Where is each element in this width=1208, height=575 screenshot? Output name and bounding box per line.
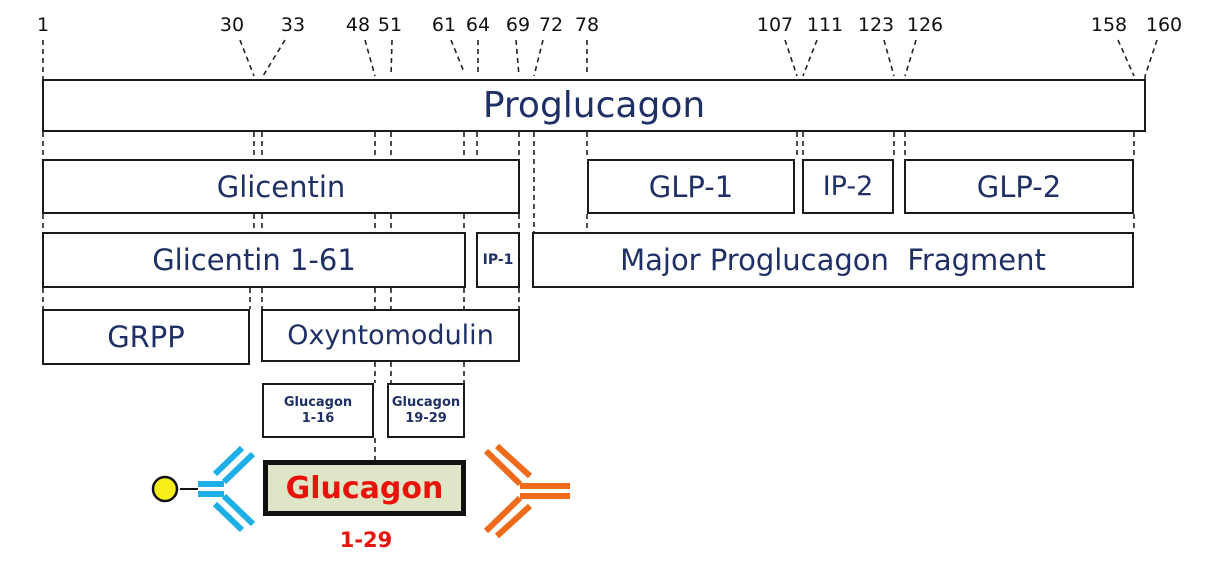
position-label-123: 123 — [857, 14, 895, 36]
guide-line — [239, 39, 255, 77]
position-label-33: 33 — [280, 14, 306, 36]
glp2-label: GLP-2 — [976, 169, 1062, 204]
position-label-51: 51 — [377, 14, 403, 36]
glucagon-1-16-line1: Glucagon — [283, 394, 353, 410]
proglucagon-box: Proglucagon — [42, 79, 1146, 132]
position-label-111: 111 — [806, 14, 844, 36]
glucagon-19-29-line1: Glucagon — [391, 394, 461, 410]
grpp-label: GRPP — [107, 320, 185, 354]
glucagon-19-29-line2: 19-29 — [405, 410, 447, 426]
position-label-126: 126 — [906, 14, 944, 36]
position-label-69: 69 — [505, 14, 531, 36]
glicentin-1-61-label: Glicentin 1-61 — [152, 243, 356, 277]
glucagon-target-label: Glucagon — [285, 470, 444, 506]
guide-line — [1117, 39, 1135, 77]
glucagon-1-16-line2: 1-16 — [301, 410, 335, 426]
glucagon-target-sublabel: 1-29 — [339, 528, 393, 552]
guide-line — [1144, 39, 1158, 77]
guide-line — [262, 39, 286, 77]
position-label-1: 1 — [36, 14, 50, 36]
position-label-61: 61 — [431, 14, 457, 36]
guide-line — [364, 39, 376, 77]
glicentin-box: Glicentin — [42, 159, 520, 214]
guide-line — [802, 39, 818, 77]
oxyntomodulin-label: Oxyntomodulin — [287, 320, 494, 351]
mpgf-label: Major Proglucagon Fragment — [620, 243, 1046, 277]
mpgf-box: Major Proglucagon Fragment — [532, 232, 1134, 288]
glp2-box: GLP-2 — [904, 159, 1134, 214]
guide-line — [390, 39, 393, 77]
position-label-48: 48 — [345, 14, 371, 36]
position-label-158: 158 — [1090, 14, 1128, 36]
guide-line — [784, 39, 798, 77]
glicentin-1-61-box: Glicentin 1-61 — [42, 232, 466, 288]
guide-line — [883, 39, 895, 77]
guide-line — [450, 39, 465, 73]
labeled-capture-antibody-icon — [151, 445, 256, 533]
guide-line — [904, 39, 917, 77]
position-label-107: 107 — [756, 14, 794, 36]
glp1-box: GLP-1 — [587, 159, 795, 214]
grpp-box: GRPP — [42, 309, 250, 365]
position-label-72: 72 — [538, 14, 564, 36]
glicentin-label: Glicentin — [216, 169, 346, 204]
label-dot-icon — [151, 475, 179, 503]
ip2-box: IP-2 — [802, 159, 894, 214]
position-label-64: 64 — [465, 14, 491, 36]
guide-line — [515, 39, 520, 77]
position-label-78: 78 — [574, 14, 600, 36]
glp1-label: GLP-1 — [648, 169, 734, 204]
position-label-160: 160 — [1145, 14, 1183, 36]
guide-line — [533, 39, 544, 77]
glucagon-1-16-box: Glucagon 1-16 — [262, 383, 374, 438]
glucagon-19-29-box: Glucagon 19-29 — [387, 383, 465, 438]
glucagon-target-box: Glucagon — [263, 460, 466, 516]
position-label-30: 30 — [219, 14, 245, 36]
ip1-box: IP-1 — [476, 232, 520, 288]
detection-antibody-icon — [483, 443, 570, 539]
proglucagon-label: Proglucagon — [482, 85, 706, 126]
oxyntomodulin-box: Oxyntomodulin — [261, 309, 520, 362]
ip2-label: IP-2 — [822, 171, 874, 202]
ip1-label: IP-1 — [482, 252, 514, 268]
